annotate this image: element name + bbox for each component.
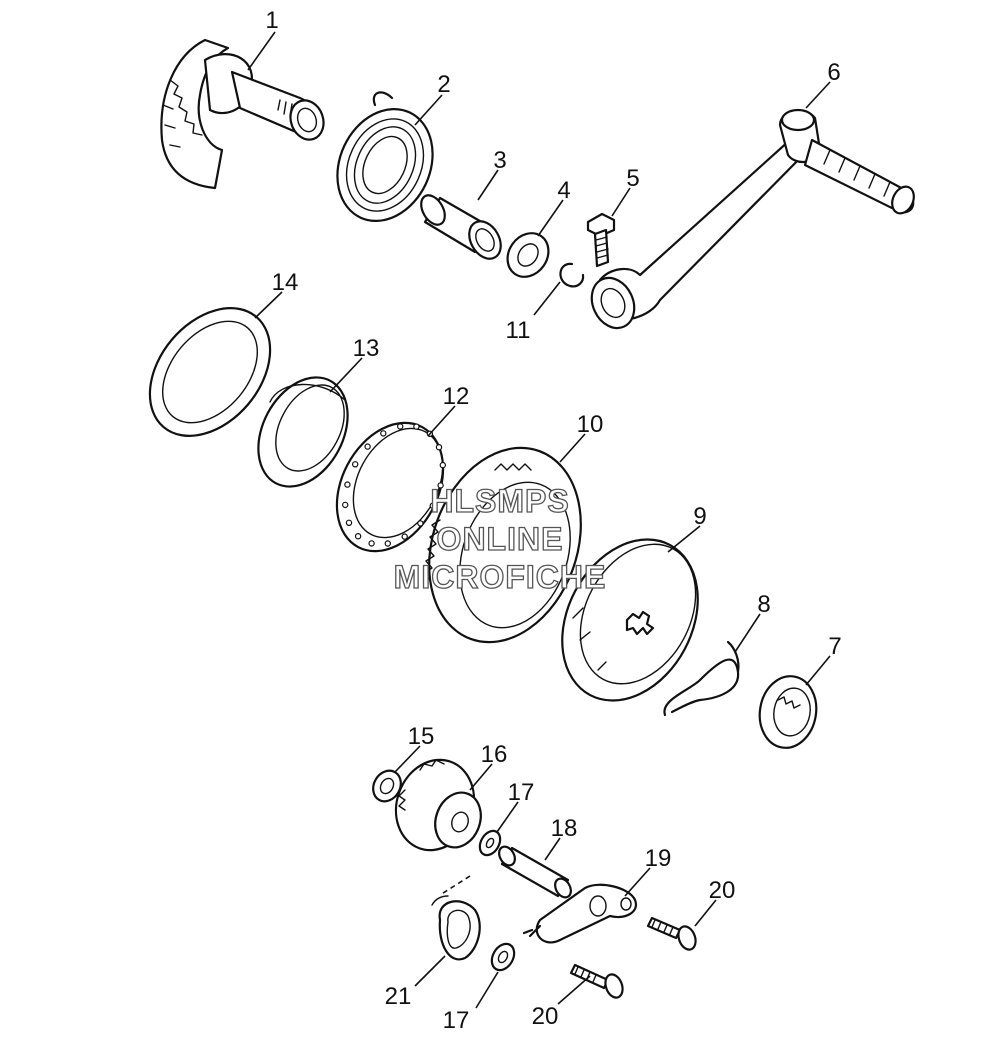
watermark: HLSMPS ONLINE MICROFICHE <box>393 482 607 595</box>
part-10-ring-gear <box>423 446 582 644</box>
callout-4: 4 <box>557 177 570 204</box>
callout-13: 13 <box>353 335 380 362</box>
callout-14: 14 <box>272 269 299 296</box>
part-8-wire-spring <box>663 640 740 717</box>
watermark-line-1: HLSMPS <box>430 483 569 519</box>
leader-lines <box>247 31 831 1009</box>
callout-19: 19 <box>645 845 672 872</box>
bearing-dot <box>413 423 420 430</box>
bearing-dot <box>352 461 359 468</box>
bearing-dot <box>437 482 444 489</box>
bearing-dot <box>342 501 349 509</box>
part-5-bolt <box>586 212 616 268</box>
callout-8: 8 <box>757 591 770 618</box>
callout-2: 2 <box>437 71 450 98</box>
bearing-dot <box>429 502 436 509</box>
bearing-dot <box>439 461 446 469</box>
part-11-circlip <box>559 262 585 288</box>
part-13-bushing <box>257 376 349 488</box>
part-16-double-gear <box>394 758 482 852</box>
callout-15: 15 <box>408 723 435 750</box>
callout-10: 10 <box>577 411 604 438</box>
callout-11: 11 <box>506 317 531 344</box>
part-21-cam <box>431 895 481 961</box>
part-20-screw-upper <box>646 916 697 951</box>
part-12-bearing <box>335 421 446 553</box>
bearing-dot <box>380 430 387 437</box>
callout-6: 6 <box>827 59 840 86</box>
callout-16: 16 <box>481 741 508 768</box>
bearing-dot <box>354 533 362 540</box>
part-20-screw-lower <box>569 963 624 999</box>
part-17-washer-lower <box>490 942 516 972</box>
callout-20-lower: 20 <box>532 1003 559 1030</box>
callout-labels: 1 2 3 4 5 6 7 8 9 10 11 12 13 14 15 16 1… <box>265 7 841 1034</box>
part-17-washer-upper <box>478 829 502 857</box>
callout-12: 12 <box>443 383 470 410</box>
bearing-dot <box>435 444 443 451</box>
bearing-dot <box>401 533 408 540</box>
callout-21: 21 <box>385 983 412 1010</box>
part-6-kick-lever <box>590 108 915 330</box>
bearing-dot <box>397 423 404 430</box>
part-4-washer <box>506 232 550 278</box>
part-1-kick-shaft <box>160 38 325 190</box>
callout-18: 18 <box>551 815 578 842</box>
callout-1: 1 <box>265 7 278 34</box>
callout-9: 9 <box>693 503 706 530</box>
part-3-collar <box>420 194 502 260</box>
callout-17-upper: 17 <box>508 779 535 806</box>
bearing-dot <box>345 519 353 527</box>
callout-20-upper: 20 <box>709 877 736 904</box>
callout-7: 7 <box>828 633 841 660</box>
callout-5: 5 <box>626 165 639 192</box>
callout-17-lower: 17 <box>443 1007 470 1034</box>
bearing-dot <box>417 520 424 527</box>
bearing-dot <box>364 443 371 450</box>
watermark-line-3: MICROFICHE <box>394 559 607 595</box>
bearing-dot <box>344 481 351 488</box>
watermark-line-2: ONLINE <box>437 521 564 557</box>
part-2-spring <box>336 91 434 223</box>
part-7-gear <box>758 675 818 749</box>
part-19-arm <box>522 883 638 944</box>
part-18-pin <box>498 845 572 899</box>
bearing-dot <box>384 540 391 547</box>
callout-3: 3 <box>493 147 506 174</box>
bearing-dot <box>368 540 375 547</box>
